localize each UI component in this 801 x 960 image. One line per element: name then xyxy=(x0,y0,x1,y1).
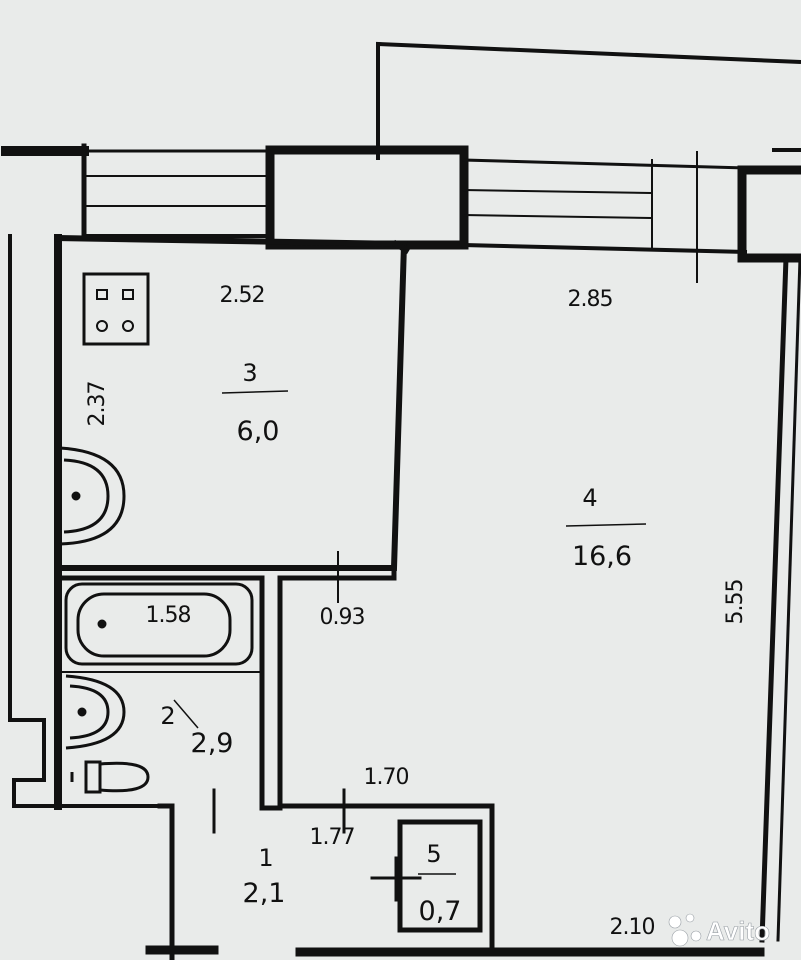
dim-hall-width-a: 1.70 xyxy=(364,765,409,790)
room-1-label: 1 2,1 xyxy=(243,844,286,909)
dim-kitchen-height: 2.37 xyxy=(85,382,110,427)
bathtub-icon xyxy=(64,582,254,666)
room-1-area: 2,1 xyxy=(243,878,286,909)
room-4-number: 4 xyxy=(582,484,597,512)
room-5-number: 5 xyxy=(426,840,441,868)
room-3-label: 3 6,0 xyxy=(221,359,289,447)
balcony xyxy=(376,41,801,160)
dimension-labels: 2.52 2.37 2.85 5.55 1.58 0.93 1.70 1.77 … xyxy=(85,283,748,940)
room-2-area: 2,9 xyxy=(191,728,234,759)
toilet-icon xyxy=(70,760,150,794)
room-2-number: 2 xyxy=(160,702,175,730)
room-3-number: 3 xyxy=(242,359,257,387)
room-4-area: 16,6 xyxy=(572,541,632,572)
avito-watermark: Avito xyxy=(668,913,770,947)
wash-basin-icon xyxy=(65,674,126,750)
dim-door-gap: 0.93 xyxy=(320,605,365,630)
room-5-area: 0,7 xyxy=(419,896,462,927)
dim-bottom-width: 2.10 xyxy=(610,915,655,940)
room-2-label: 2 2,9 xyxy=(160,699,234,759)
kitchen-sink-icon xyxy=(59,446,126,546)
room-1-number: 1 xyxy=(258,844,273,872)
avito-watermark-text: Avito xyxy=(706,916,770,946)
dim-room-width: 2.85 xyxy=(568,287,613,312)
dim-hall-width-b: 1.77 xyxy=(310,825,355,850)
stove-icon xyxy=(82,272,150,346)
room-4-label: 4 16,6 xyxy=(565,484,647,572)
walls xyxy=(1,143,801,960)
room-3-area: 6,0 xyxy=(237,416,280,447)
dim-room-length: 5.55 xyxy=(723,580,748,625)
avito-logo-icon xyxy=(668,913,702,947)
room-5-label: 5 0,7 xyxy=(418,840,461,927)
dim-kitchen-width: 2.52 xyxy=(220,283,265,308)
dim-bath-length: 1.58 xyxy=(146,603,191,628)
